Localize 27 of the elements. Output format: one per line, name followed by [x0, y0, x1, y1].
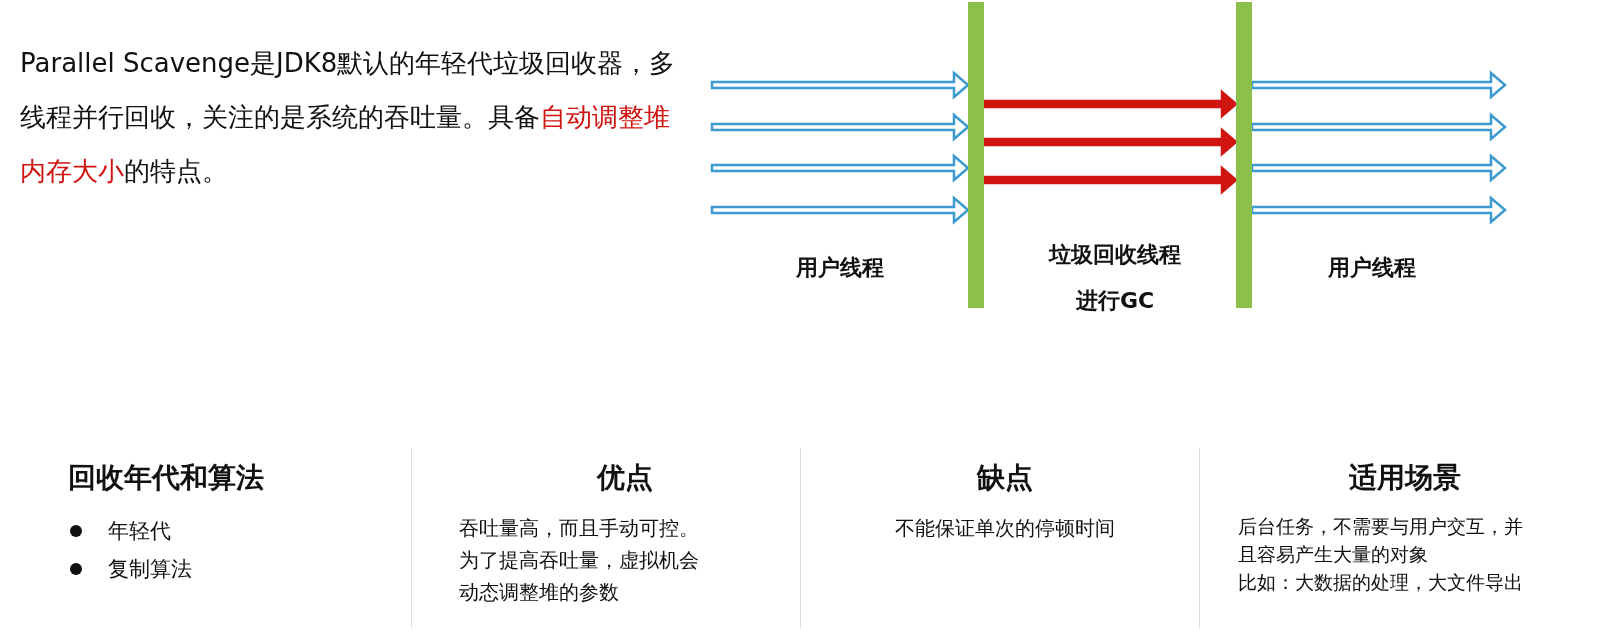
column-text: 后台任务，不需要与用户交互，并且容易产生大量的对象	[1238, 514, 1524, 567]
arrow	[1250, 153, 1507, 183]
column-text: 比如：大数据的处理，大文件导出	[1238, 570, 1524, 595]
arrow	[710, 195, 970, 225]
intro-paragraph: Parallel Scavenge是JDK8默认的年轻代垃圾回收器，多线程并行回收，关注的是系统的吞吐量。具备自动调整堆内存大小的特点。	[20, 47, 677, 188]
arrow	[710, 70, 970, 100]
thread-label: 用户线程	[795, 254, 885, 282]
column-text: 吞吐量高，而且手动可控。为了提高吞吐量，虚拟机会动态调整堆的参数	[459, 515, 700, 606]
arrow	[710, 153, 970, 183]
arrow	[1250, 195, 1507, 225]
column-heading: 回收年代和算法	[68, 460, 265, 496]
arrow	[982, 165, 1238, 195]
list-item: 年轻代	[108, 518, 172, 545]
column-heading: 适用场景	[1348, 460, 1462, 496]
arrow	[982, 127, 1238, 157]
arrow	[1250, 112, 1507, 142]
column-heading: 缺点	[975, 460, 1034, 496]
gc-pause-bar	[968, 2, 984, 308]
column-text: 不能保证单次的停顿时间	[894, 515, 1116, 542]
gc-pause-bar	[1236, 2, 1252, 308]
column-heading: 优点	[595, 460, 654, 496]
list-item: 复制算法	[108, 556, 193, 583]
thread-label: 用户线程	[1327, 254, 1417, 282]
arrow	[982, 89, 1238, 119]
thread-label: 垃圾回收线程进行GC	[1047, 241, 1182, 315]
arrow	[710, 112, 970, 142]
arrow	[1250, 70, 1507, 100]
